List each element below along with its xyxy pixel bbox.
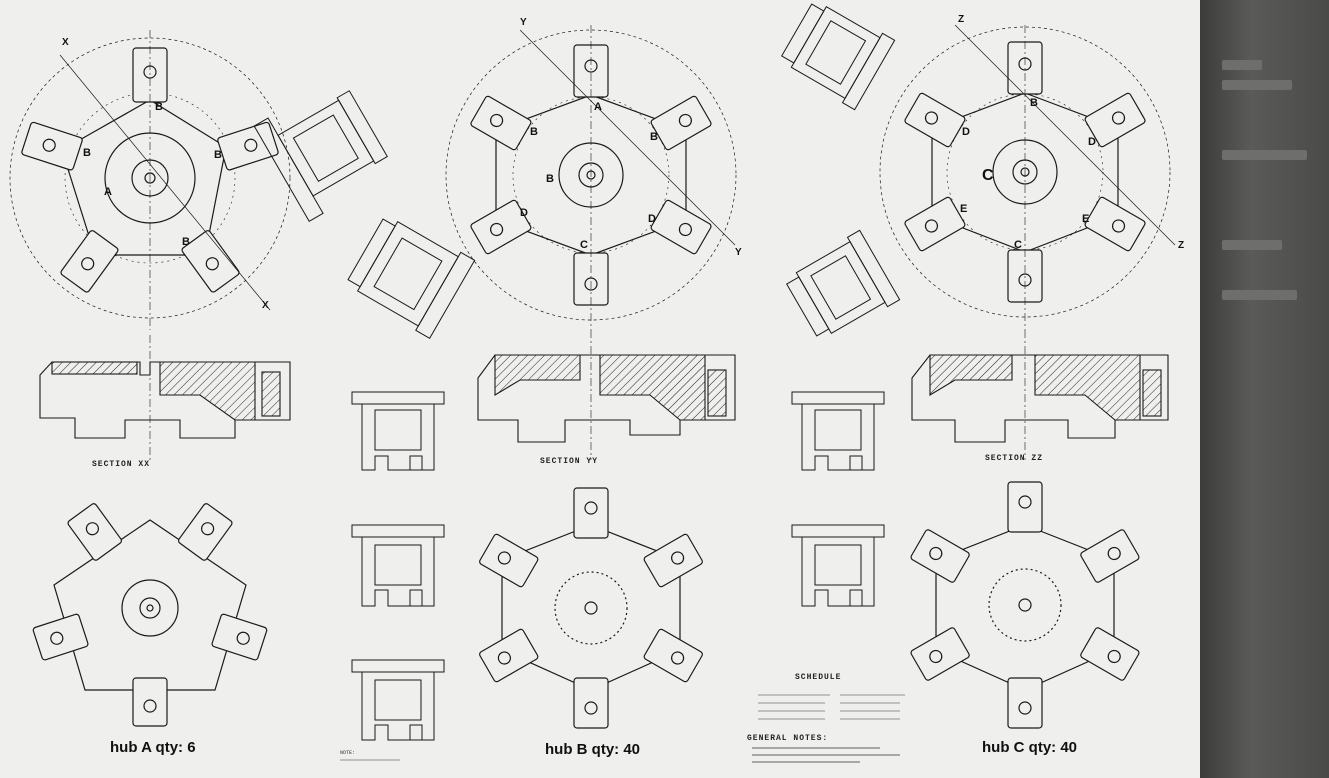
hub-c-leg-detail-top (781, 3, 896, 111)
hub-a-bottom-view (32, 503, 268, 727)
hub-a-axis-label-top: X (62, 37, 69, 48)
hub-c-section-view (911, 330, 1169, 460)
hub-a-lug-letter: B (155, 101, 163, 113)
hub-b-lug-letter: D (648, 213, 656, 225)
hub-b-section-view (477, 330, 736, 460)
hub-c-axis-label-bottom: Z (1178, 240, 1184, 251)
hub-c-plan-view (879, 24, 1176, 330)
hub-a-title: hub A qty: 6 (110, 739, 196, 756)
hub-c-title: hub C qty: 40 (982, 739, 1077, 756)
hub-c-lug-letter: C (1014, 239, 1022, 251)
hub-b-axis-label-top: Y (520, 17, 527, 28)
hub-a-leg-detail (253, 90, 388, 222)
hub-b-lug-letter: D (520, 207, 528, 219)
general-notes-title: GENERAL NOTES: (747, 734, 828, 743)
hub-c-lug-letter: B (1030, 97, 1038, 109)
hub-a-section-view (39, 335, 291, 460)
schedule-title: SCHEDULE (795, 673, 841, 682)
hub-a-section-label: SECTION XX (92, 460, 150, 469)
hub-c-section-label: SECTION ZZ (985, 454, 1043, 463)
general-notes-lines (752, 747, 900, 763)
hub-c-lug-letter: D (1088, 136, 1096, 148)
hub-c-lug-letter: D (962, 126, 970, 138)
hub-c-center-letter: C (982, 167, 994, 184)
hub-c-lug-letter: E (1082, 213, 1089, 225)
hub-c-bottom-view (910, 481, 1140, 729)
title-block-strip (1200, 0, 1329, 778)
hub-b-leg-detail (347, 218, 476, 339)
left-note-title: NOTE: (340, 750, 355, 756)
hub-c-elevation-details (791, 391, 885, 607)
hub-b-axis-label-bottom: Y (735, 247, 742, 258)
hub-a-plan-view (9, 30, 291, 330)
hub-a-lug-letter: B (182, 236, 190, 248)
hub-c-axis-label-top: Z (958, 14, 964, 25)
hub-c-lug-letter: E (960, 203, 967, 215)
hub-b-title: hub B qty: 40 (545, 741, 640, 758)
schedule-table (758, 694, 905, 720)
hub-b-lug-letter: A (594, 101, 602, 113)
hub-a-lug-letter: B (214, 149, 222, 161)
hub-a-lug-letter: B (83, 147, 91, 159)
hub-b-lug-letter: B (530, 126, 538, 138)
hub-b-plan-view (445, 25, 737, 330)
hub-b-bottom-view (479, 487, 703, 729)
hub-b-section-label: SECTION YY (540, 457, 598, 466)
engineering-drawing: X X A B B B B Y Y B A B D D C B (9, 3, 1184, 763)
hub-b-lug-letter: B (650, 131, 658, 143)
hub-b-elevation-details (351, 391, 445, 741)
hub-a-axis-label-bottom: X (262, 300, 269, 311)
hub-b-center-letter: B (546, 173, 554, 185)
hub-a-center-letter: A (104, 186, 112, 198)
hub-c-leg-detail-bottom (786, 229, 901, 337)
hub-b-lug-letter: C (580, 239, 588, 251)
